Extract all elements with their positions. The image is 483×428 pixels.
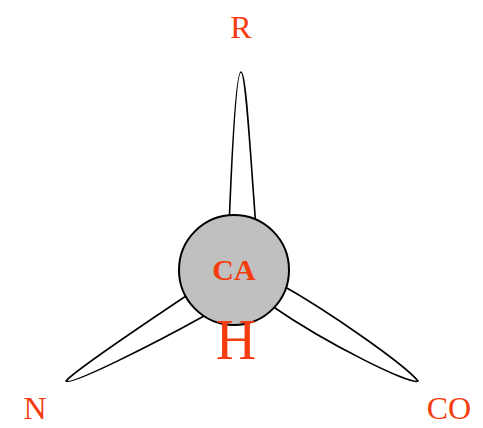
substituent-label: N — [23, 392, 46, 424]
hydrogen-label: H — [216, 312, 256, 368]
substituent-label: R — [230, 11, 251, 43]
bond-lobe — [272, 284, 418, 381]
atom-label: CA — [212, 255, 255, 285]
substituent-label: CO — [427, 392, 471, 424]
bond-lobe — [66, 292, 204, 381]
atom-circle: CAH — [178, 214, 290, 326]
bond-lobe — [229, 72, 256, 228]
